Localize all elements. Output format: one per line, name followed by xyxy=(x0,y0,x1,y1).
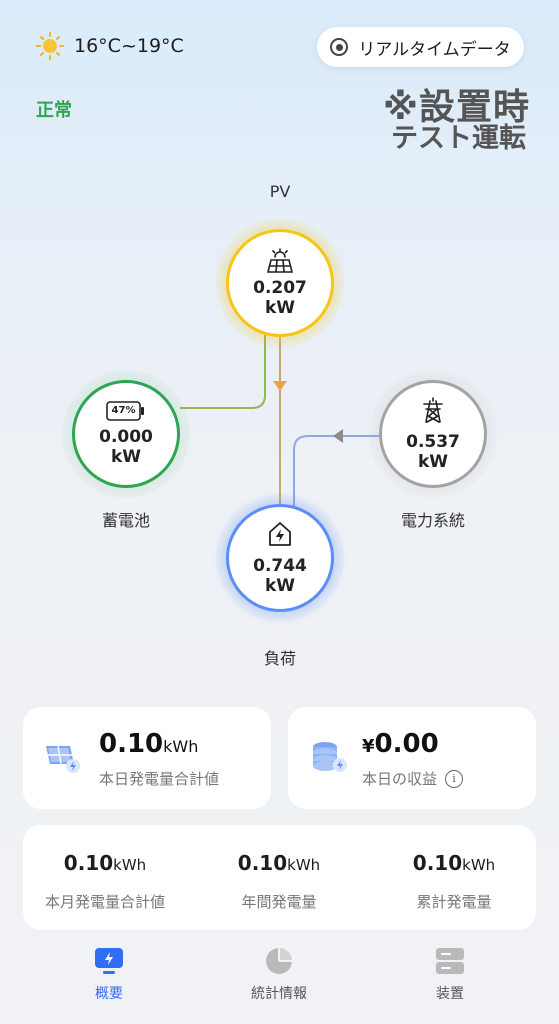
realtime-data-button[interactable]: リアルタイムデータ xyxy=(317,27,524,67)
grid-value: 0.537 xyxy=(406,432,460,452)
info-icon[interactable]: i xyxy=(445,769,464,788)
energy-flow-lines xyxy=(180,335,380,510)
load-value: 0.744 xyxy=(253,556,307,576)
grid-unit: kW xyxy=(417,452,449,472)
total-generation-label: 累計発電量 xyxy=(416,893,492,911)
tab-devices[interactable]: 装置 xyxy=(390,947,510,1003)
load-label: 負荷 xyxy=(263,649,296,668)
pie-chart-icon xyxy=(264,947,294,975)
today-revenue-label: 本日の収益 xyxy=(362,770,438,788)
device-icon xyxy=(435,947,465,975)
monthly-generation-value: 0.10 xyxy=(63,851,114,875)
monthly-generation-label: 本月発電量合計値 xyxy=(44,893,165,911)
battery-icon: 47% xyxy=(106,401,146,421)
today-revenue-amount: ¥0.00 xyxy=(362,729,439,759)
realtime-data-label: リアルタイムデータ xyxy=(358,39,511,60)
tab-statistics-label: 統計情報 xyxy=(251,986,307,1002)
today-revenue-value: 0.00 xyxy=(374,729,439,759)
total-generation-value: 0.10 xyxy=(412,851,463,875)
tab-overview[interactable]: 概要 xyxy=(49,947,169,1003)
weather: 16°C~19°C xyxy=(36,32,184,60)
yearly-generation-value: 0.10 xyxy=(237,851,288,875)
sun-icon xyxy=(36,32,64,60)
monthly-generation: 0.10kWh 本月発電量合計値 xyxy=(25,851,185,912)
pv-label: PV xyxy=(269,182,291,201)
solar-panel-card-icon xyxy=(43,742,81,778)
pv-value: 0.207 xyxy=(253,278,307,298)
total-generation: 0.10kWh 累計発電量 xyxy=(374,851,534,912)
solar-panel-icon xyxy=(265,248,295,278)
battery-label: 蓄電池 xyxy=(101,511,150,530)
overview-icon xyxy=(94,947,124,975)
power-tower-icon xyxy=(419,396,447,428)
status-text: 正常 xyxy=(36,100,72,121)
pv-unit: kW xyxy=(264,298,296,318)
yearly-generation-label: 年間発電量 xyxy=(241,893,317,911)
monthly-generation-unit: kWh xyxy=(113,856,147,874)
temperature-range: 16°C~19°C xyxy=(74,35,184,57)
grid-label: 電力系統 xyxy=(400,511,465,530)
battery-value: 0.000 xyxy=(99,427,153,447)
today-generation-value: 0.10 xyxy=(99,729,164,759)
home-energy-icon xyxy=(266,520,294,552)
today-generation-unit: kWh xyxy=(163,737,199,756)
stamp-test-run: テスト運転 xyxy=(391,123,526,154)
load-node[interactable]: 0.744 kW xyxy=(226,504,334,612)
generation-stats-card: 0.10kWh 本月発電量合計値 0.10kWh 年間発電量 0.10kWh 累… xyxy=(23,825,536,930)
pv-node[interactable]: 0.207 kW xyxy=(226,229,334,337)
today-revenue-label-row: 本日の収益 i xyxy=(362,768,464,789)
tab-devices-label: 装置 xyxy=(436,986,464,1002)
record-icon xyxy=(330,38,349,56)
battery-node[interactable]: 47% 0.000 kW xyxy=(72,380,180,488)
today-revenue-card[interactable]: ¥0.00 本日の収益 i xyxy=(288,707,536,809)
yearly-generation-unit: kWh xyxy=(287,856,321,874)
coins-icon xyxy=(310,740,348,778)
load-unit: kW xyxy=(264,576,296,596)
today-generation-label: 本日発電量合計値 xyxy=(99,770,220,788)
currency-symbol: ¥ xyxy=(362,736,375,757)
yearly-generation: 0.10kWh 年間発電量 xyxy=(199,851,359,912)
today-generation-amount: 0.10kWh xyxy=(99,729,198,759)
total-generation-unit: kWh xyxy=(462,856,496,874)
tab-statistics[interactable]: 統計情報 xyxy=(219,947,339,1003)
grid-node[interactable]: 0.537 kW xyxy=(379,380,487,488)
tab-overview-label: 概要 xyxy=(95,986,123,1002)
battery-soc: 47% xyxy=(111,405,136,416)
stamp-installation: ※設置時 xyxy=(383,87,530,128)
today-generation-card[interactable]: 0.10kWh 本日発電量合計値 xyxy=(23,707,271,809)
battery-unit: kW xyxy=(110,447,142,467)
